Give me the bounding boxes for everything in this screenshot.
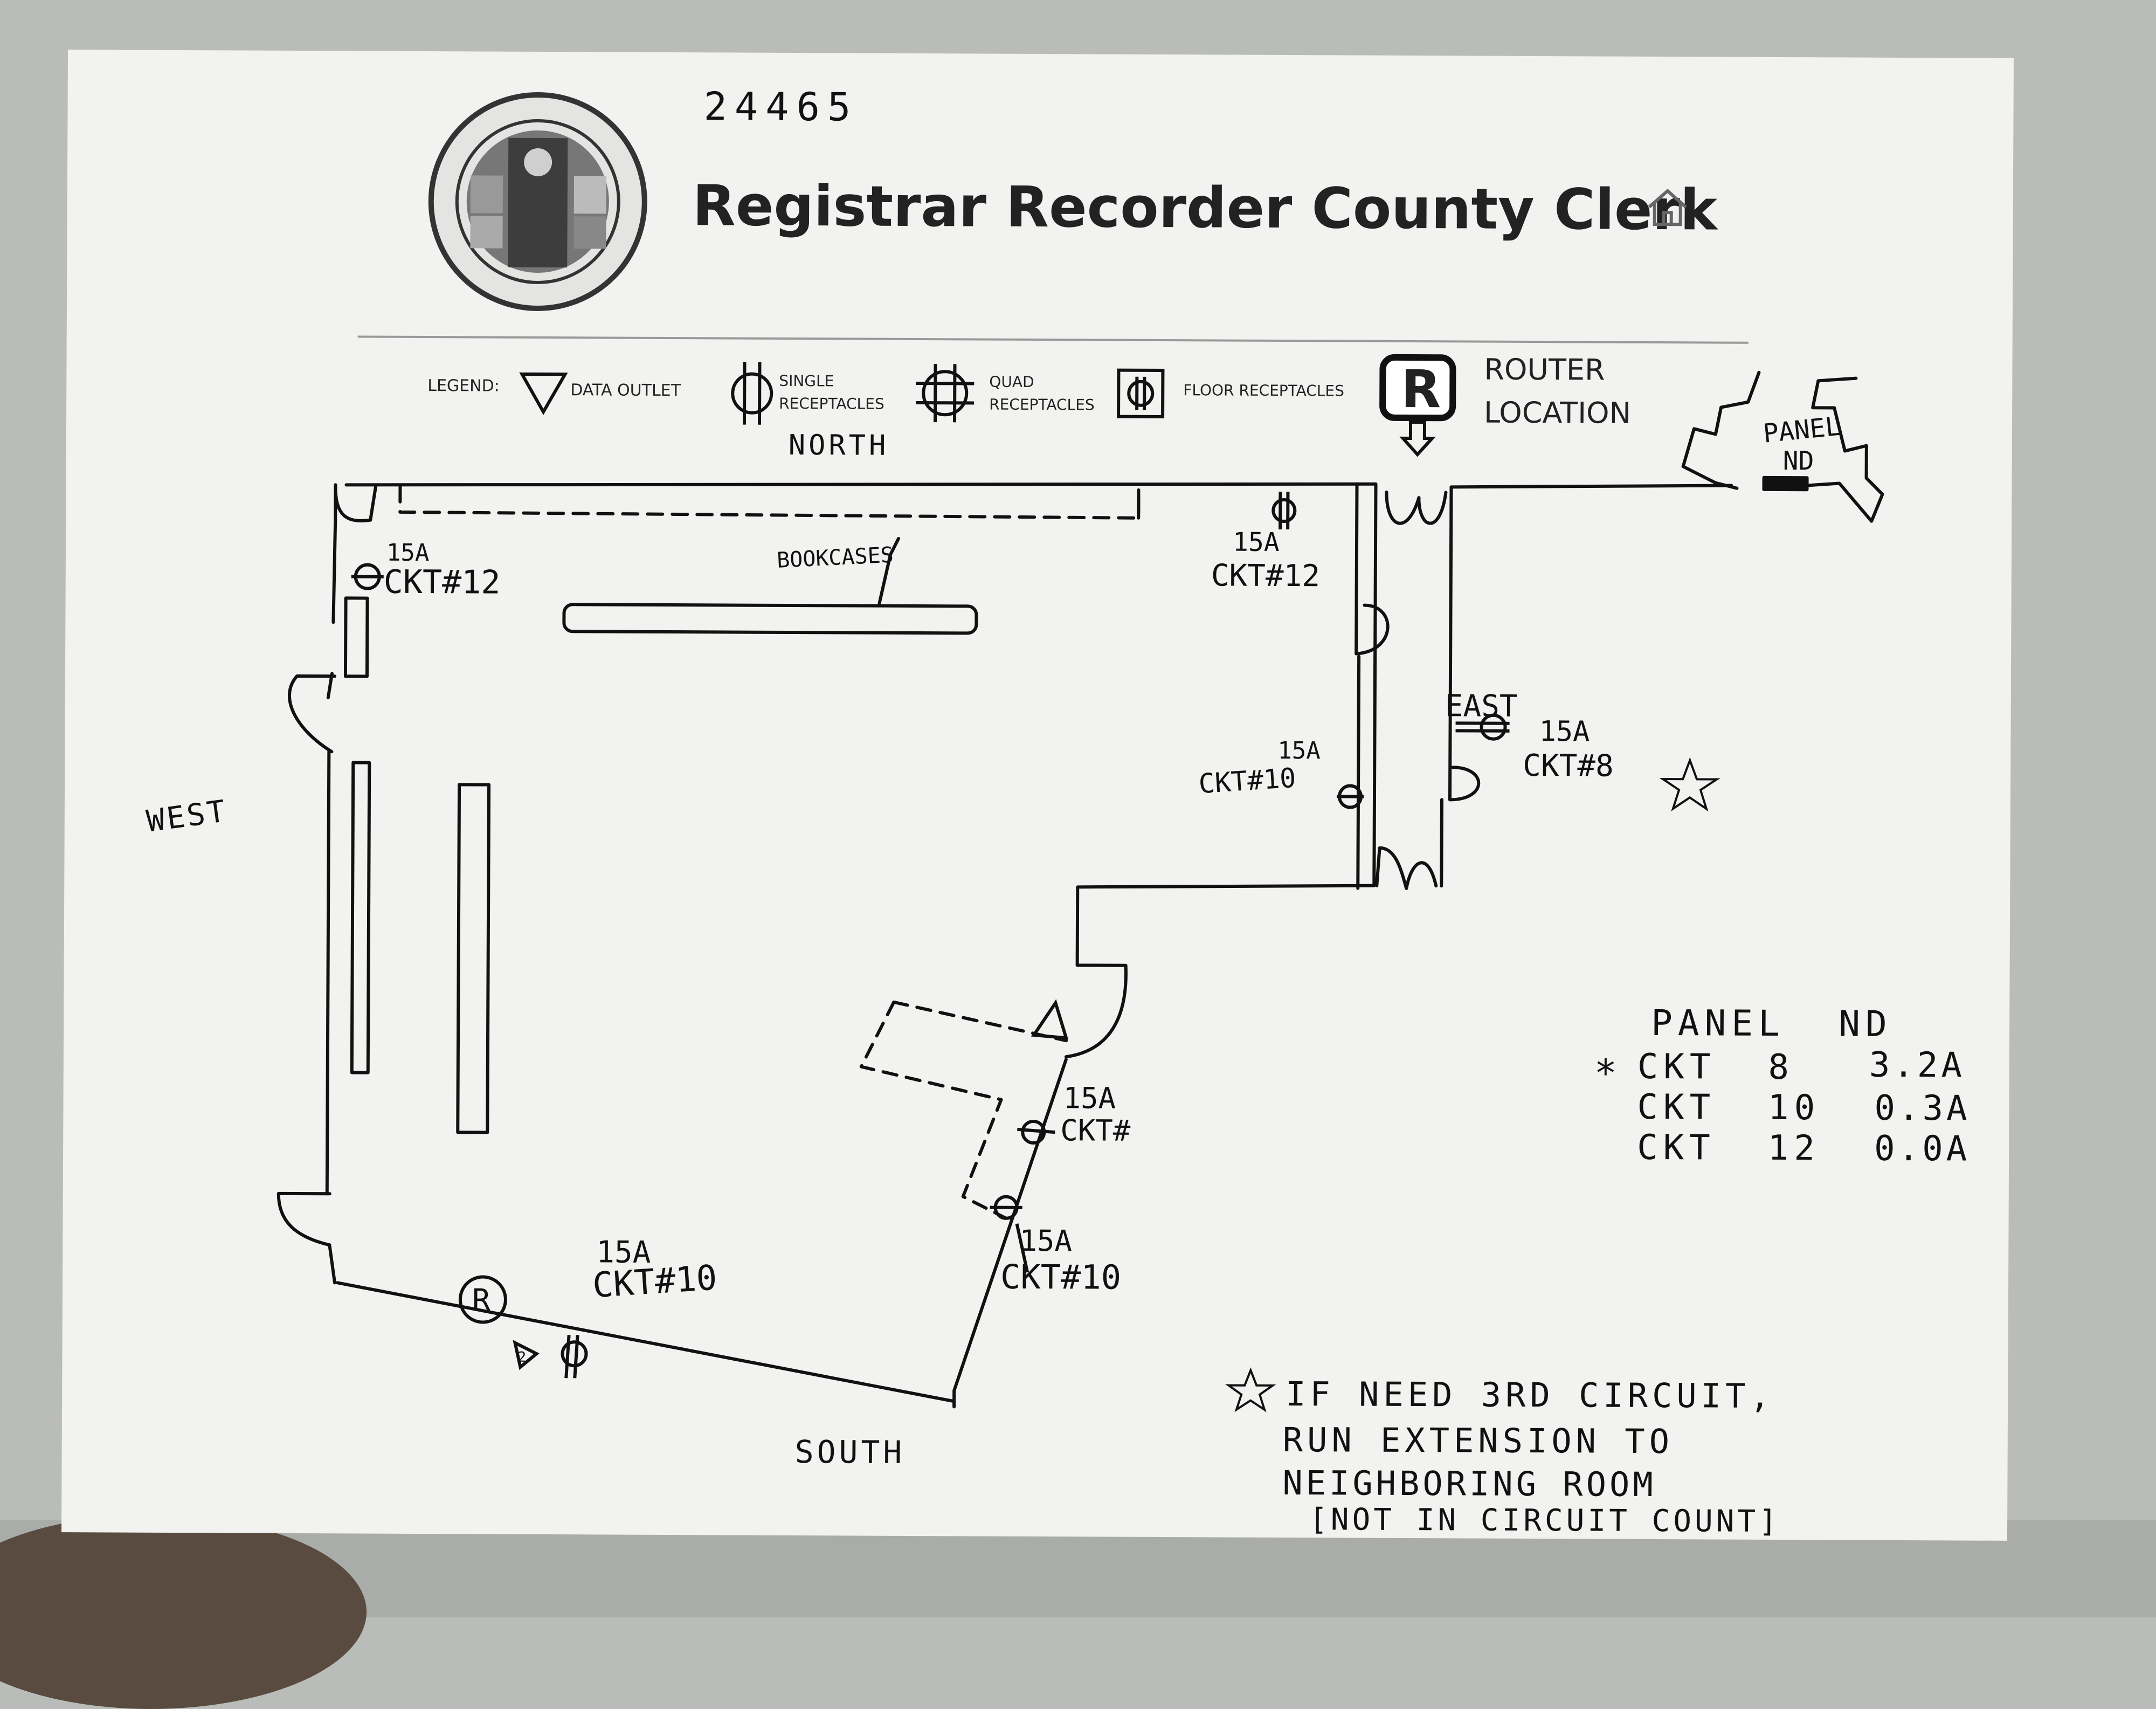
down-arrow-icon [1403, 422, 1432, 454]
east-label: EAST [1445, 688, 1518, 724]
star-icon-e8 [1663, 760, 1717, 809]
legend-router-1: ROUTER [1484, 353, 1605, 387]
panel-table-title: PANEL ND [1651, 1002, 1892, 1045]
single-receptacle-nw [351, 564, 384, 588]
note-line-4: [NOT IN CIRCUIT COUNT] [1309, 1502, 1780, 1539]
router-mark: R [472, 1283, 490, 1318]
panel-row-amps: 3.2A [1869, 1045, 1965, 1086]
panel-label-1: PANEL [1761, 411, 1842, 449]
legend-floor: FLOOR RECEPTACLES [1183, 381, 1344, 399]
legend-data-outlet: DATA OUTLET [570, 381, 681, 400]
e10-amp: 15A [1277, 737, 1321, 764]
legend-quad-2: RECEPTACLES [989, 396, 1095, 414]
bookcases-label: BOOKCASES [776, 543, 894, 573]
west-label: WEST [144, 794, 230, 839]
outer-wall [325, 479, 1376, 1408]
nw-amp: 15A [386, 539, 430, 567]
west-bookcase-1 [352, 762, 370, 1072]
router-location-icon: R [1383, 357, 1453, 455]
panel-row-star: * [1594, 1051, 1618, 1095]
panel-row-amps: 0.0A [1874, 1129, 1970, 1169]
data-outlet-se-icon [1034, 1003, 1066, 1038]
legend-quad-1: QUAD [989, 373, 1034, 391]
middle-bookcase [564, 604, 976, 633]
county-seal [431, 94, 645, 309]
note-line-2: RUN EXTENSION TO [1283, 1420, 1674, 1461]
s10-ckt: CKT#10 [591, 1258, 718, 1306]
s10b-ckt: CKT#10 [1000, 1257, 1121, 1297]
s10b-amp: 15A [1019, 1224, 1072, 1258]
circuit-note: IF NEED 3RD CIRCUIT, RUN EXTENSION TO NE… [1228, 1370, 1781, 1539]
nw-ckt: CKT#12 [384, 563, 501, 602]
note-line-3: NEIGHBORING ROOM [1282, 1463, 1656, 1504]
floor-plan-sheet: 24465 Registrar Recorder County Clerk LE… [61, 50, 2014, 1541]
panel-row-circuit: CKT 12 [1637, 1128, 1820, 1168]
note-line-1: IF NEED 3RD CIRCUIT, [1286, 1374, 1774, 1416]
ne-ckt: CKT#12 [1211, 558, 1321, 594]
single-receptacle-se [1017, 1121, 1055, 1143]
e8-amp: 15A [1539, 715, 1590, 748]
north-label: NORTH [789, 429, 889, 462]
e8-ckt: CKT#8 [1523, 748, 1614, 784]
router-symbol: R [1401, 359, 1441, 419]
panel-row-amps: 0.3A [1874, 1088, 1970, 1129]
legend-router-2: LOCATION [1484, 396, 1631, 430]
page-title: Registrar Recorder County Clerk [693, 173, 1719, 243]
floor-receptacle-icon [1118, 370, 1163, 417]
panel-row-circuit: CKT 8 [1637, 1047, 1795, 1087]
north-bookcases [400, 487, 1138, 518]
legend: LEGEND: DATA OUTLET SINGLE RECEPTACLES Q… [427, 348, 1632, 456]
legend-label: LEGEND: [427, 376, 500, 396]
e10-ckt: CKT#10 [1198, 762, 1297, 800]
single-receptacle-south [562, 1335, 586, 1378]
single-receptacle-e10 [1337, 785, 1364, 807]
legend-single-1: SINGLE [779, 372, 834, 390]
west-door-upper [289, 676, 335, 752]
se-amp: 15A [1063, 1081, 1116, 1115]
single-receptacle-icon [733, 362, 772, 425]
data-outlet-icon [522, 374, 565, 412]
west-door-lower [278, 1194, 329, 1245]
floor-plan [278, 366, 1883, 1411]
south-label: SOUTH [795, 1434, 906, 1471]
single-receptacle-ne [1273, 492, 1295, 529]
panel-table: PANEL ND * CKT 8 3.2A CKT 10 0.3A CKT 12… [1594, 1002, 1971, 1169]
legend-single-2: RECEPTACLES [779, 395, 884, 413]
southeast-bookcase [861, 1002, 1007, 1218]
star-icon-note [1228, 1370, 1273, 1410]
se-ckt: CKT# [1060, 1113, 1131, 1148]
panel-label-2: ND [1783, 446, 1814, 476]
panel-box [1764, 478, 1807, 490]
data-mark: 2 [517, 1349, 526, 1366]
west-bookcase-2 [458, 784, 489, 1132]
quad-receptacle-icon [916, 364, 974, 422]
panel-row-circuit: CKT 10 [1637, 1087, 1820, 1128]
header-divider [358, 336, 1749, 342]
doc-number: 24465 [703, 84, 858, 129]
ne-amp: 15A [1233, 527, 1280, 557]
